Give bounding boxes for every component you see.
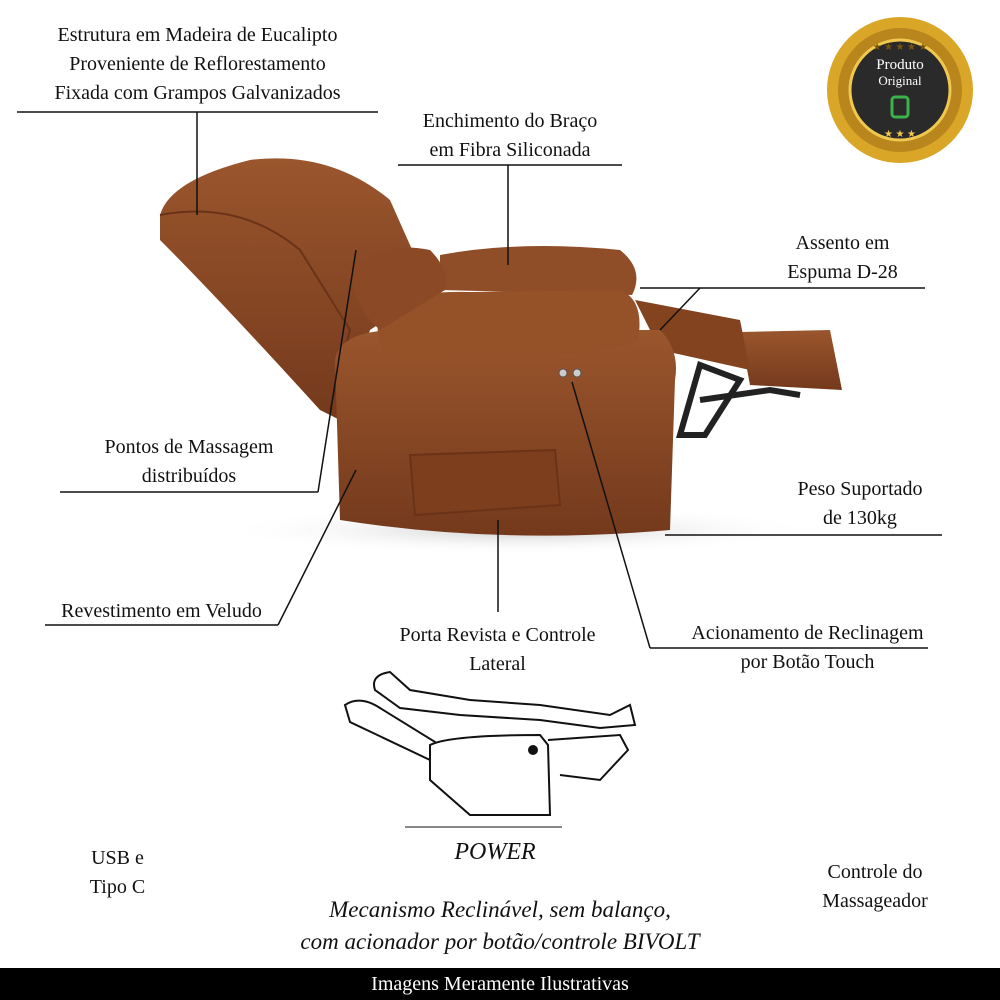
text: Assento em bbox=[795, 232, 890, 254]
label-controle: Controle do Massageador bbox=[795, 858, 955, 916]
label-usb: USB e Tipo C bbox=[70, 844, 165, 902]
footer-disclaimer: Imagens Meramente Ilustrativas bbox=[0, 968, 1000, 1000]
text: Massageador bbox=[822, 890, 928, 912]
text: Espuma D-28 bbox=[787, 261, 898, 283]
text: USB e bbox=[91, 847, 144, 869]
badge-seal-icon: ★ ★ ★ ★ ★ ★ ★ ★ bbox=[827, 17, 973, 163]
touch-button bbox=[572, 368, 582, 378]
text: Proveniente de Reflorestamento bbox=[69, 53, 326, 75]
back-armrest bbox=[440, 246, 637, 295]
text: Controle do bbox=[827, 861, 923, 883]
footrest bbox=[740, 330, 842, 390]
callout-lines bbox=[17, 111, 942, 649]
label-acionamento: Acionamento de Reclinagem por Botão Touc… bbox=[660, 619, 955, 677]
text: Tipo C bbox=[89, 876, 146, 898]
label-assento: Assento em Espuma D-28 bbox=[760, 229, 925, 287]
label-pontos: Pontos de Massagem distribuídos bbox=[60, 433, 318, 491]
touch-button bbox=[558, 368, 568, 378]
svg-text:★ ★ ★ ★ ★: ★ ★ ★ ★ ★ bbox=[873, 42, 928, 53]
magazine-pocket bbox=[408, 448, 562, 517]
text: Lateral bbox=[469, 653, 526, 675]
text: em Fibra Siliconada bbox=[429, 139, 591, 161]
original-product-badge: ★ ★ ★ ★ ★ ★ ★ ★ Produto Original bbox=[825, 15, 975, 165]
text: com acionador por botão/controle BIVOLT bbox=[300, 929, 700, 954]
front-armrest bbox=[377, 290, 640, 360]
text: Estrutura em Madeira de Eucalipto bbox=[57, 24, 338, 46]
recline-diagram bbox=[343, 670, 637, 828]
label-enchimento: Enchimento do Braço em Fibra Siliconada bbox=[398, 107, 622, 165]
text: distribuídos bbox=[141, 465, 237, 487]
label-estrutura: Estrutura em Madeira de Eucalipto Proven… bbox=[17, 21, 378, 108]
text: Pontos de Massagem bbox=[104, 436, 274, 458]
label-peso: Peso Suportado de 130kg bbox=[770, 475, 950, 533]
label-power: POWER bbox=[454, 839, 536, 865]
text: por Botão Touch bbox=[740, 651, 875, 673]
text: Mecanismo Reclinável, sem balanço, bbox=[329, 897, 671, 922]
text: Peso Suportado bbox=[797, 478, 923, 500]
label-revestimento: Revestimento em Veludo bbox=[61, 600, 262, 622]
backrest bbox=[160, 158, 430, 421]
svg-text:★ ★ ★: ★ ★ ★ bbox=[884, 129, 916, 140]
label-porta-revista: Porta Revista e Controle Lateral bbox=[370, 621, 625, 679]
text: Acionamento de Reclinagem bbox=[691, 622, 924, 644]
text: Fixada com Grampos Galvanizados bbox=[54, 82, 341, 104]
badge-line1: Produto bbox=[876, 57, 924, 73]
text: Porta Revista e Controle bbox=[399, 624, 596, 646]
text: Enchimento do Braço bbox=[422, 110, 598, 132]
recliner-mechanism bbox=[676, 361, 801, 438]
text: de 130kg bbox=[823, 507, 897, 529]
label-mecanismo: Mecanismo Reclinável, sem balanço, com a… bbox=[200, 894, 800, 958]
badge-line2: Original bbox=[878, 73, 922, 88]
